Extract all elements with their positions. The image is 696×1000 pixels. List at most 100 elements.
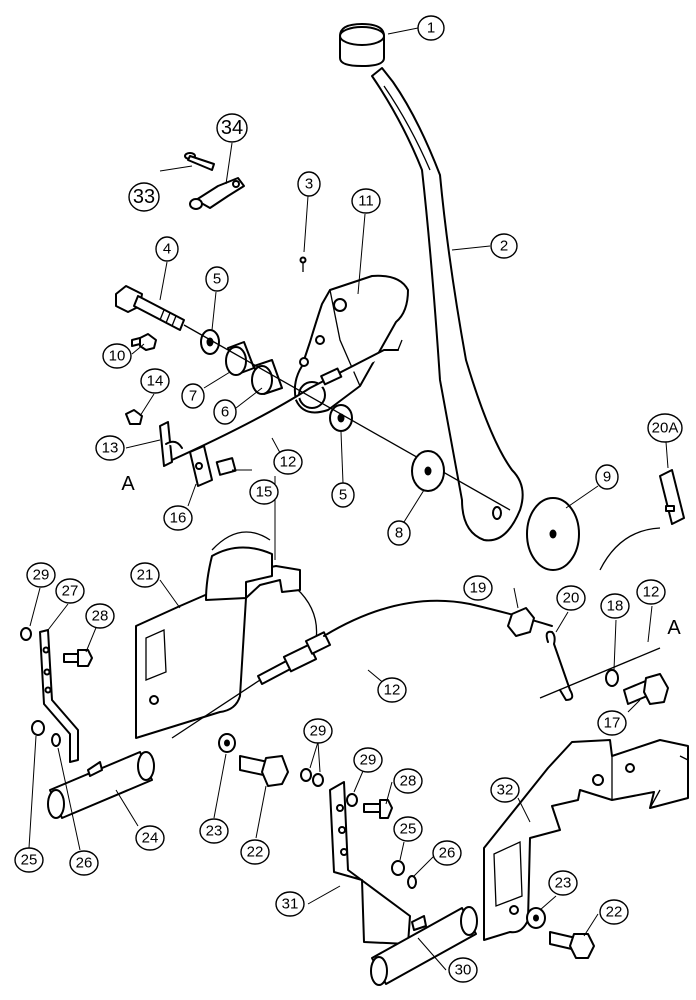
clip-part bbox=[545, 630, 574, 701]
callout-label: 12 bbox=[643, 584, 660, 601]
callout-label: 5 bbox=[213, 271, 221, 288]
callout-label: 31 bbox=[282, 896, 299, 913]
washer-part bbox=[526, 907, 546, 929]
callout-33: 33 bbox=[128, 182, 160, 212]
callout-15: 15 bbox=[249, 479, 279, 505]
callout-24: 24 bbox=[135, 825, 165, 851]
callout-31: 31 bbox=[275, 891, 305, 917]
callout-label: 14 bbox=[147, 373, 164, 390]
nut-part bbox=[31, 720, 61, 747]
callout-label: 16 bbox=[170, 510, 187, 527]
callout-5: 5 bbox=[331, 482, 355, 508]
callout-label: 29 bbox=[360, 752, 377, 769]
callout-label: 2 bbox=[500, 238, 508, 255]
callout-22: 22 bbox=[599, 899, 629, 925]
callout-28: 28 bbox=[85, 603, 115, 629]
callout-label: 26 bbox=[76, 855, 93, 872]
callout-label: 32 bbox=[497, 782, 514, 799]
callout-3: 3 bbox=[297, 171, 321, 197]
callout-8: 8 bbox=[387, 520, 411, 546]
callout-16: 16 bbox=[163, 505, 193, 531]
callout-25: 25 bbox=[393, 816, 423, 842]
callout-label: 7 bbox=[189, 388, 197, 405]
callout-label: 19 bbox=[470, 580, 487, 597]
callout-12: 12 bbox=[377, 677, 407, 703]
callout-label: 27 bbox=[62, 583, 79, 600]
callout-1: 1 bbox=[417, 15, 445, 41]
callout-label: 13 bbox=[102, 440, 119, 457]
guide-line bbox=[211, 531, 271, 551]
leader-lines bbox=[28, 27, 669, 971]
cotter-pin-part bbox=[299, 256, 307, 272]
callout-label: 12 bbox=[384, 682, 401, 699]
clevis-pin-part bbox=[184, 152, 215, 171]
callout-label: 5 bbox=[339, 487, 347, 504]
pivot-bolt-part bbox=[115, 285, 185, 331]
callout-label: 26 bbox=[439, 845, 456, 862]
callout-label: 25 bbox=[400, 821, 417, 838]
callout-label: 28 bbox=[400, 773, 417, 790]
callout-10: 10 bbox=[102, 343, 132, 369]
washer-part bbox=[300, 768, 324, 787]
knob-part bbox=[339, 23, 385, 67]
callout-11: 11 bbox=[351, 188, 381, 214]
callout-14: 14 bbox=[140, 368, 170, 394]
guide-line bbox=[295, 587, 318, 641]
callout-label: 4 bbox=[163, 241, 171, 258]
callout-28: 28 bbox=[393, 768, 423, 794]
callout-17: 17 bbox=[597, 710, 627, 736]
callout-6: 6 bbox=[213, 399, 237, 425]
callout-label: 12 bbox=[280, 454, 297, 471]
callout-29: 29 bbox=[303, 718, 333, 744]
callout-20: 20 bbox=[556, 585, 586, 611]
callout-26: 26 bbox=[69, 850, 99, 876]
callout-23: 23 bbox=[199, 818, 229, 844]
clamp-nut-part bbox=[215, 457, 237, 476]
section-mark-left: A bbox=[121, 473, 135, 495]
callout-label: 20A bbox=[652, 420, 679, 437]
callout-5: 5 bbox=[205, 266, 229, 292]
clamp-plate-part bbox=[189, 445, 213, 487]
washer-part bbox=[200, 329, 220, 355]
guide-line bbox=[599, 527, 661, 571]
screw-part bbox=[125, 409, 143, 425]
callout-7: 7 bbox=[181, 383, 205, 409]
callout-label: 30 bbox=[455, 962, 472, 979]
callout-label: 23 bbox=[206, 823, 223, 840]
callout-25: 25 bbox=[14, 847, 44, 873]
callout-label: 34 bbox=[221, 117, 243, 139]
lever-bracket-part bbox=[39, 629, 79, 763]
callout-label: 29 bbox=[33, 567, 50, 584]
callout-label: 3 bbox=[305, 176, 313, 193]
callout-label: 22 bbox=[247, 844, 264, 861]
cable-end-part bbox=[539, 647, 669, 705]
bolt-part bbox=[239, 755, 289, 787]
washer-part bbox=[20, 627, 32, 641]
washer-part bbox=[218, 733, 236, 753]
callout-9: 9 bbox=[595, 464, 619, 490]
callout-label: 33 bbox=[133, 186, 155, 208]
callout-label: 8 bbox=[395, 525, 403, 542]
callout-26: 26 bbox=[432, 840, 462, 866]
callout-20A: 20A bbox=[647, 413, 683, 443]
callout-label: 25 bbox=[21, 852, 38, 869]
callout-29: 29 bbox=[353, 747, 383, 773]
callout-label: 1 bbox=[427, 20, 435, 37]
callout-label: 29 bbox=[310, 723, 327, 740]
callout-2: 2 bbox=[490, 233, 518, 259]
callout-label: 18 bbox=[607, 598, 624, 615]
callout-4: 4 bbox=[155, 236, 179, 262]
pivot-bracket-part bbox=[293, 274, 409, 414]
callout-32: 32 bbox=[490, 777, 520, 803]
callout-label: 17 bbox=[604, 715, 621, 732]
mount-bracket-part bbox=[483, 739, 689, 941]
callout-12: 12 bbox=[273, 449, 303, 475]
clevis-part bbox=[189, 177, 245, 210]
callout-label: 23 bbox=[555, 875, 572, 892]
callout-23: 23 bbox=[548, 870, 578, 896]
section-mark-right: A bbox=[667, 617, 681, 639]
shaft-part bbox=[370, 906, 478, 986]
callout-label: 11 bbox=[358, 193, 374, 210]
bracket-tab-part bbox=[659, 469, 685, 525]
cable-clamp-part bbox=[159, 421, 183, 467]
